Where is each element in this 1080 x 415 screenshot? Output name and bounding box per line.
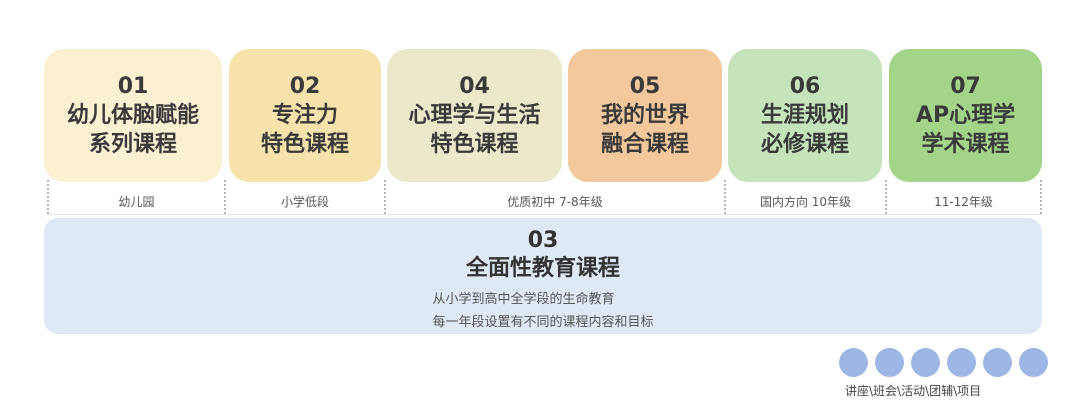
course-card-07: 07 AP心理学 学术课程 <box>889 49 1042 182</box>
stage-divider <box>1040 180 1042 214</box>
stage-divider <box>224 180 226 214</box>
course-card-01: 01 幼儿体脑赋能 系列课程 <box>44 49 222 182</box>
course-title: 心理学与生活 特色课程 <box>408 102 541 157</box>
course-card-02: 02 专注力 特色课程 <box>229 49 381 182</box>
circle-icon <box>947 348 976 377</box>
course-title: 我的世界 融合课程 <box>600 102 689 157</box>
circle-icon <box>983 348 1012 377</box>
stage-label-kindergarten: 幼儿园 <box>118 194 155 209</box>
description-line: 每一年段设置有不同的课程内容和目标 <box>432 315 654 330</box>
course-card-03: 03 全面性教育课程 从小学到高中全学段的生命教育 每一年段设置有不同的课程内容… <box>44 218 1042 334</box>
stage-label-grade10: 国内方向 10年级 <box>759 194 852 209</box>
course-title: 专注力 特色课程 <box>260 102 349 157</box>
course-number: 02 <box>289 73 321 99</box>
stage-baseline <box>46 214 1042 215</box>
course-number: 03 <box>527 228 559 253</box>
stage-divider <box>885 180 887 214</box>
stage-label-middle: 优质初中 7-8年级 <box>507 194 603 209</box>
course-description: 从小学到高中全学段的生命教育 每一年段设置有不同的课程内容和目标 <box>432 288 653 334</box>
description-line: 从小学到高中全学段的生命教育 <box>432 292 615 307</box>
stage-divider <box>384 180 386 214</box>
course-number: 04 <box>459 73 490 99</box>
course-title: 生涯规划 必修课程 <box>760 102 849 157</box>
circle-icon <box>1019 348 1048 377</box>
course-title: AP心理学 学术课程 <box>915 102 1016 157</box>
course-number: 05 <box>629 73 661 99</box>
course-number: 06 <box>789 73 821 99</box>
course-title: 全面性教育课程 <box>465 256 620 281</box>
stage-divider <box>724 180 726 214</box>
legend-label: 讲座\班会\活动\团辅\项目 <box>845 384 982 398</box>
stage-divider <box>47 180 49 214</box>
circle-icon <box>839 348 868 377</box>
course-card-04: 04 心理学与生活 特色课程 <box>387 49 562 182</box>
course-title: 幼儿体脑赋能 系列课程 <box>66 102 199 157</box>
stage-label-primary: 小学低段 <box>280 194 329 209</box>
course-card-06: 06 生涯规划 必修课程 <box>728 49 882 182</box>
circle-icon <box>875 348 904 377</box>
course-number: 01 <box>117 73 149 99</box>
course-number: 07 <box>950 73 981 99</box>
course-card-05: 05 我的世界 融合课程 <box>568 49 722 182</box>
circle-icon <box>911 348 940 377</box>
legend-dots <box>839 348 1048 377</box>
stage-label-grade11-12: 11-12年级 <box>934 194 993 209</box>
